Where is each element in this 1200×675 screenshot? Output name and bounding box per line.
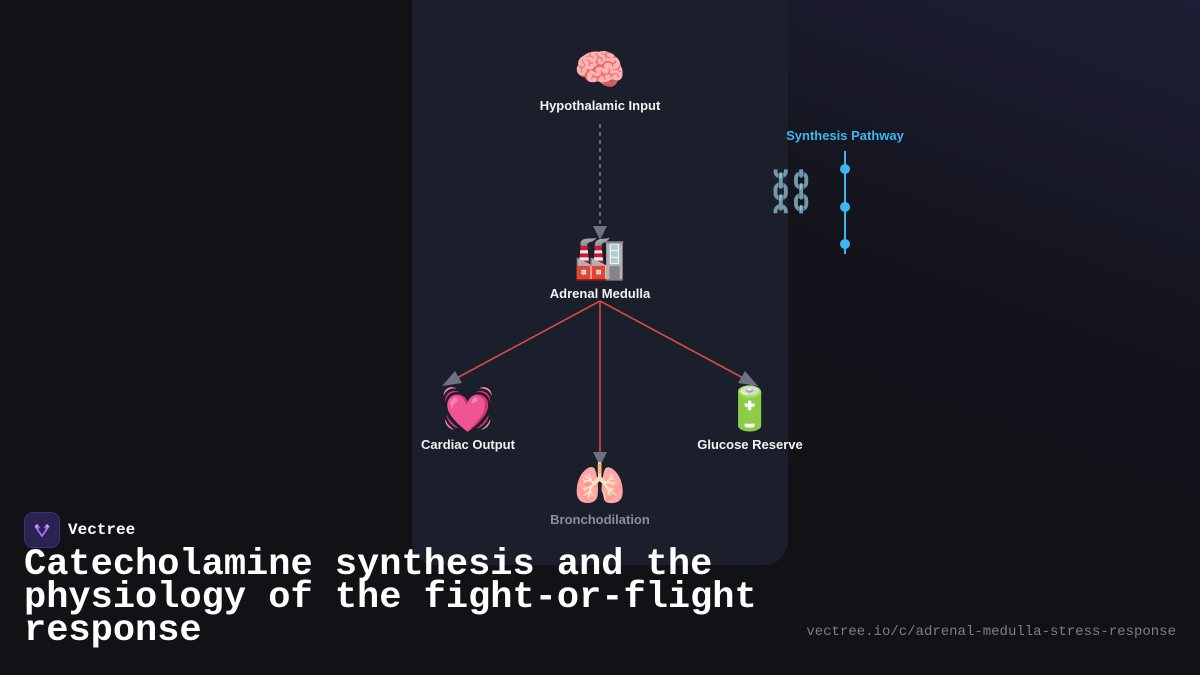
brain-icon: 🧠: [573, 46, 627, 93]
edge-adrenal-glucose: [599, 300, 746, 380]
chain-icon: ⛓️: [766, 170, 816, 214]
synthesis-step-2: [840, 202, 850, 212]
edge-adrenal-cardiac: [454, 300, 601, 380]
node-label: Adrenal Medulla: [549, 286, 651, 301]
node-bronchodilation: 🫁 Bronchodilation: [500, 460, 700, 527]
synthesis-pathway-title: Synthesis Pathway: [786, 128, 904, 143]
diagram-panel: [412, 0, 788, 565]
synthesis-step-1: [840, 164, 850, 174]
source-url[interactable]: vectree.io/c/adrenal-medulla-stress-resp…: [806, 624, 1176, 640]
battery-icon: 🔋: [723, 385, 777, 432]
heart-icon: 💓: [441, 385, 495, 432]
arrowhead-broncho: [593, 452, 607, 466]
node-adrenal-medulla: 🏭 Adrenal Medulla: [500, 234, 700, 301]
vectree-logo-icon: [24, 512, 60, 548]
node-label: Glucose Reserve: [697, 437, 803, 452]
arrowhead-glucose: [738, 371, 758, 386]
arrowhead-adrenal: [593, 226, 607, 240]
page-title: Catecholamine synthesis and the physiolo…: [24, 544, 757, 652]
background-glow: [780, 0, 1200, 675]
brand-name: Vectree: [68, 521, 136, 539]
factory-icon: 🏭: [573, 234, 627, 281]
brand[interactable]: Vectree: [24, 512, 135, 548]
node-label: Bronchodilation: [550, 512, 650, 527]
node-cardiac-output: 💓 Cardiac Output: [368, 385, 568, 452]
lungs-icon: 🫁: [573, 460, 627, 507]
node-label: Cardiac Output: [421, 437, 515, 452]
node-label: Hypothalamic Input: [539, 98, 661, 113]
node-glucose-reserve: 🔋 Glucose Reserve: [650, 385, 850, 452]
node-hypothalamic-input: 🧠 Hypothalamic Input: [500, 46, 700, 113]
arrowhead-cardiac: [442, 371, 462, 386]
synthesis-step-3: [840, 239, 850, 249]
